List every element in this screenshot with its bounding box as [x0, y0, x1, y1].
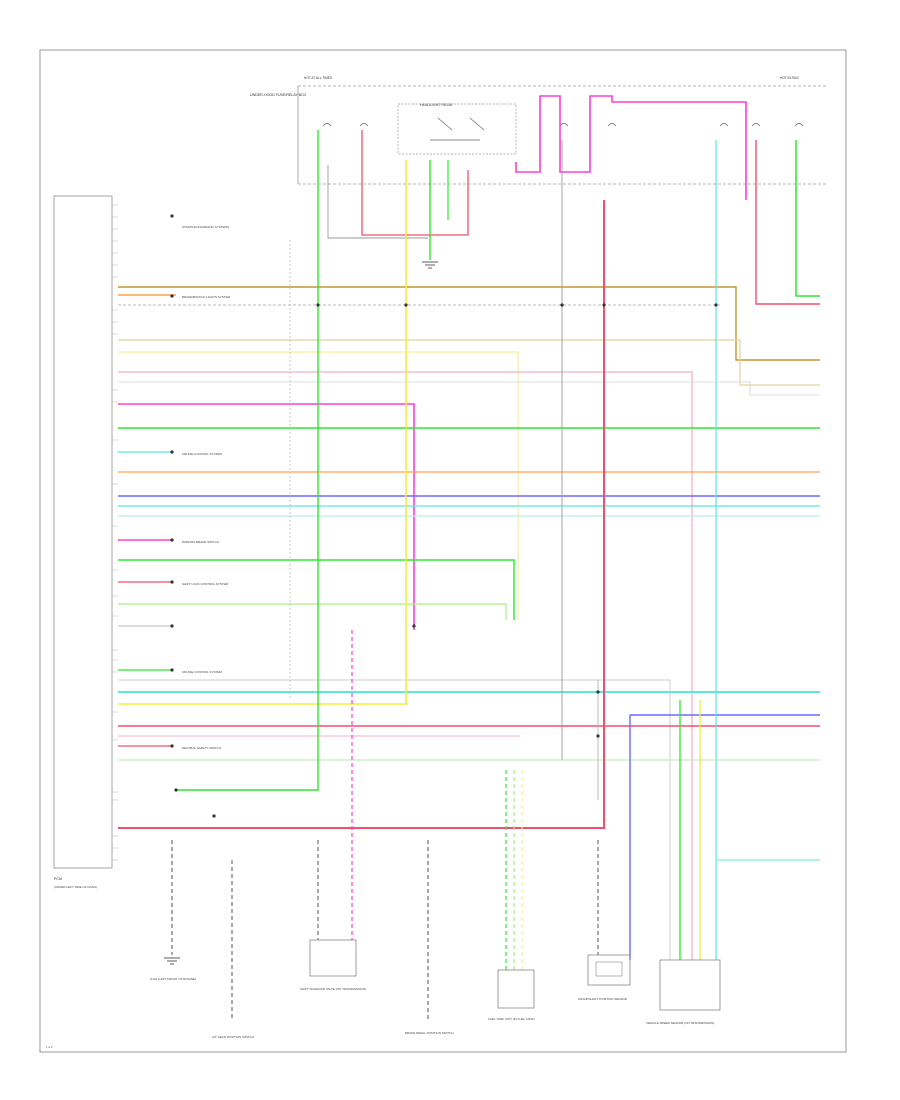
- hot-in-run-label: HOT IN RUN: [780, 76, 799, 80]
- wire-pink-top: [515, 95, 747, 200]
- relay-contact: [430, 117, 485, 141]
- fuse-7: [794, 123, 804, 127]
- wire-red-right: [755, 140, 820, 305]
- fuse-1: [322, 123, 332, 127]
- label-gear-switch: A/T GEAR POSITION SWITCH: [212, 1035, 254, 1039]
- wire-pink-main: [118, 403, 415, 630]
- wire-green-mid: [118, 559, 515, 620]
- pcm-name: PCM: [54, 877, 62, 881]
- splices: [170, 214, 718, 818]
- note-parking-brake: PARKING BRAKE SWITCH: [182, 540, 219, 544]
- wire-gray-vert-1: [327, 165, 428, 239]
- wire-red-vert-1: [361, 130, 469, 236]
- component-fuel-tank-unit: [497, 969, 535, 1009]
- footer-page-note: 1 of 2: [46, 1045, 53, 1049]
- wire-brown-top: [118, 286, 820, 361]
- wire-palegreen-1: [118, 603, 507, 620]
- note-starting-charging: STARTING/CHARGING SYSTEMS: [182, 225, 229, 229]
- relay-label: HEADLIGHT RELAY: [420, 103, 454, 107]
- note-neutral-safety: NEUTRAL SAFETY SWITCH: [182, 746, 221, 750]
- component-crank-sensor: [587, 954, 631, 986]
- label-crank-sensor: CRANKSHAFT POSITION SENSOR: [578, 997, 628, 1001]
- fuses: [322, 123, 804, 127]
- label-vss: VEHICLE SPEED SENSOR (ON TRANSMISSION): [646, 1021, 714, 1025]
- pcm-module: [53, 195, 113, 869]
- fuse-5: [719, 123, 729, 127]
- pcm-pins: [112, 204, 118, 861]
- label-shift-solenoid: SHIFT SOLENOID VALVE (ON TRANSMISSION): [300, 987, 366, 991]
- ground-symbol-bottom: [164, 957, 180, 965]
- ground-symbol-g: [422, 261, 438, 269]
- wire-green-vert-1: [176, 130, 319, 791]
- fuse-box-label: UNDER-HOOD FUSE/RELAY BOX: [250, 93, 307, 97]
- fuse-4: [607, 123, 617, 127]
- fuse-2: [359, 123, 369, 127]
- label-brake-switch: BRAKE PEDAL POSITION SWITCH: [405, 1031, 454, 1035]
- pcm-location: (UNDER LEFT SIDE OF DASH): [54, 885, 97, 889]
- wire-tan-1: [118, 339, 820, 386]
- wire-green-right: [795, 140, 820, 297]
- wire-gray-2: [118, 381, 820, 396]
- component-shift-solenoid: [309, 939, 357, 977]
- note-shift-lock: SHIFT LOCK CONTROL SYSTEM: [182, 582, 229, 586]
- diagram-frame: [39, 49, 847, 1053]
- note-cruise-2: CRUISE CONTROL SYSTEM: [182, 670, 222, 674]
- relay-box: [397, 103, 517, 155]
- label-g101: G101 (LEFT FRONT OF ENGINE): [150, 977, 196, 981]
- wire-yellow-light: [118, 351, 519, 620]
- note-brake-backup: BRAKE/BACKUP LIGHTS SYSTEM: [182, 295, 231, 299]
- wire-lightpink-1: [118, 371, 693, 960]
- component-vss: [659, 959, 721, 1011]
- wire-gray-3: [118, 679, 671, 960]
- fuse-6: [751, 123, 761, 127]
- label-fuel-tank-unit: FUEL TANK UNIT (IN FUEL TANK): [488, 1017, 535, 1021]
- component-crank-sensor-inner: [595, 961, 623, 977]
- note-cruise-1: CRUISE CONTROL SYSTEM: [182, 452, 222, 456]
- hot-at-all-times-label: HOT AT ALL TIMES: [304, 76, 332, 80]
- fuse-3: [559, 123, 569, 127]
- wire-red-heavy: [118, 200, 605, 829]
